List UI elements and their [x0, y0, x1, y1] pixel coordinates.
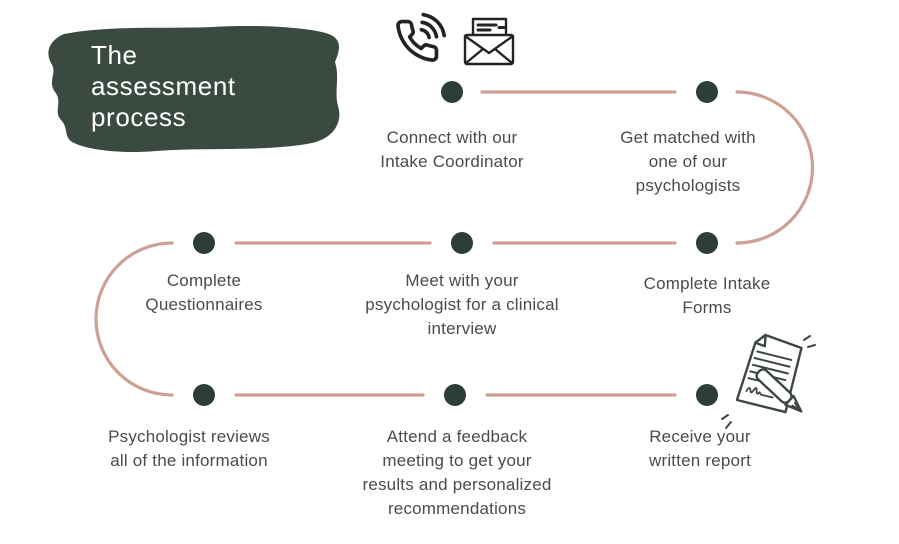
step-label-8: Receive your written report: [648, 427, 751, 470]
report-signature: [745, 386, 774, 399]
sound-wave-medium: [420, 20, 439, 39]
pen-tip: [791, 401, 803, 413]
brush-stroke-shape: [48, 25, 340, 153]
step-label-5: Complete Intake Forms: [643, 274, 771, 317]
connector-left-curve: [94, 241, 174, 397]
envelope-fold-left: [464, 47, 485, 65]
envelope-flap: [463, 34, 515, 55]
phone-ringing-icon: [396, 12, 447, 62]
sparkle-bottom-left: [721, 414, 732, 429]
step-dot-1: [441, 81, 463, 103]
report-line-3: [751, 363, 789, 375]
step-label-7: Attend a feedback meeting to get your re…: [362, 427, 552, 518]
step-label-4: Meet with your psychologist for a clinic…: [365, 271, 559, 338]
open-envelope-icon: [463, 17, 515, 66]
sound-wave-large: [421, 12, 447, 38]
report-line-1: [756, 350, 793, 361]
diagram-title: The assessment process: [91, 40, 236, 132]
title-blob: [48, 25, 340, 153]
report-fold: [754, 333, 767, 348]
step-dot-2: [696, 81, 718, 103]
sound-wave-small: [419, 27, 431, 40]
step-dot-3: [193, 232, 215, 254]
sparkle-top-right: [803, 335, 816, 348]
step-dot-5: [696, 232, 718, 254]
envelope-fold-right: [493, 47, 514, 65]
phone-handset-shape: [396, 19, 439, 62]
step-label-1: Connect with our Intake Coordinator: [380, 128, 524, 171]
envelope-body: [463, 33, 515, 66]
signed-report-pen-icon: [721, 333, 816, 429]
step-label-2: Get matched with one of our psychologist…: [620, 128, 756, 195]
step-dot-8: [696, 384, 718, 406]
report-line-2: [753, 357, 791, 368]
step-dot-6: [193, 384, 215, 406]
step-label-6: Psychologist reviews all of the informat…: [108, 427, 270, 470]
step-dot-7: [444, 384, 466, 406]
step-dot-4: [451, 232, 473, 254]
step-label-3: Complete Questionnaires: [145, 271, 263, 314]
